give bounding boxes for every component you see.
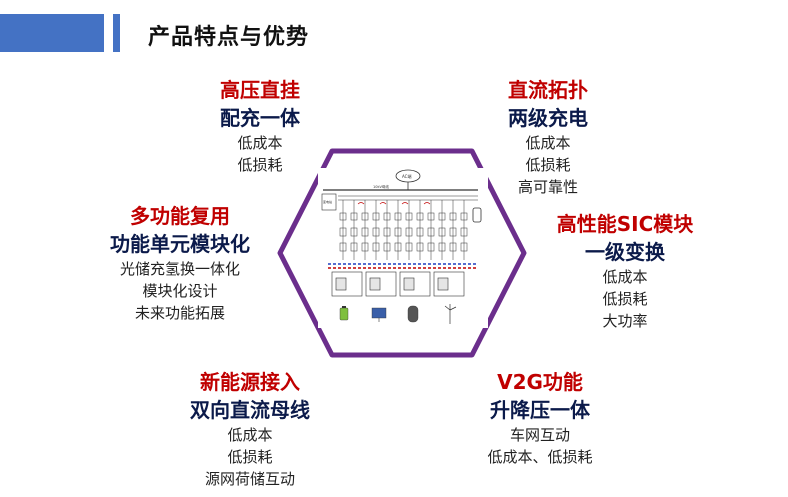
feature-subtitle: 配充一体 (220, 106, 300, 130)
feature-point: 低成本 (227, 426, 273, 444)
feature-title: 高压直挂 (220, 78, 300, 102)
converter-branches (339, 200, 468, 260)
feature-point: 低成本 (525, 134, 571, 152)
feature-title: 直流拓扑 (508, 78, 588, 102)
feature-high-voltage: 高压直挂 配充一体 低成本 低损耗 (195, 76, 325, 176)
feature-v2g: V2G功能 升降压一体 车网互动 低成本、低损耗 (465, 368, 615, 468)
diagram-label-bus: 10kV母线 (373, 184, 389, 189)
feature-multifunction: 多功能复用 功能单元模块化 光储充氢换一体化 模块化设计 未来功能拓展 (75, 202, 285, 324)
header-accent-stripe (113, 14, 120, 52)
feature-point: 低成本、低损耗 (487, 448, 593, 466)
page-title: 产品特点与优势 (148, 25, 310, 50)
feature-point: 高可靠性 (517, 178, 578, 196)
feature-subtitle: 两级充电 (508, 106, 588, 130)
wind-turbine-icon (444, 304, 457, 324)
feature-point: 未来功能拓展 (134, 304, 225, 322)
diagram-label-left: 变电站 (323, 199, 332, 204)
header-accent-bar (0, 14, 104, 52)
feature-subtitle: 功能单元模块化 (110, 232, 250, 256)
feature-sic-module: 高性能SIC模块 一级变换 低成本 低损耗 大功率 (535, 210, 715, 332)
feature-point: 低损耗 (602, 290, 648, 308)
protection-marks (357, 202, 431, 205)
feature-title: 新能源接入 (200, 370, 300, 394)
feature-point: 光储充氢换一体化 (119, 260, 240, 278)
feature-point: 大功率 (602, 312, 648, 330)
system-diagram: AC端 10kV母线 变电站 (318, 168, 488, 328)
diagram-label-top: AC端 (402, 173, 411, 179)
feature-point: 低损耗 (525, 156, 571, 174)
feature-title: V2G功能 (497, 370, 583, 394)
load-blocks (331, 271, 465, 297)
feature-point: 模块化设计 (142, 282, 218, 300)
feature-point: 车网互动 (509, 426, 570, 444)
hexagon-frame (277, 148, 527, 358)
feature-subtitle: 双向直流母线 (190, 398, 310, 422)
solar-panel-icon (371, 307, 387, 322)
battery-icon (339, 306, 349, 321)
feature-new-energy: 新能源接入 双向直流母线 低成本 低损耗 源网荷储互动 (165, 368, 335, 490)
feature-point: 低损耗 (227, 448, 273, 466)
feature-point: 低成本 (602, 268, 648, 286)
feature-point: 低损耗 (237, 156, 283, 174)
feature-subtitle: 一级变换 (585, 240, 665, 264)
feature-title: 多功能复用 (130, 204, 230, 228)
feature-point: 源网荷储互动 (204, 470, 295, 488)
feature-point: 低成本 (237, 134, 283, 152)
feature-title: 高性能SIC模块 (556, 212, 694, 236)
hydrogen-tank-icon (407, 305, 419, 323)
feature-subtitle: 升降压一体 (490, 398, 590, 422)
feature-dc-topology: 直流拓扑 两级充电 低成本 低损耗 高可靠性 (483, 76, 613, 198)
